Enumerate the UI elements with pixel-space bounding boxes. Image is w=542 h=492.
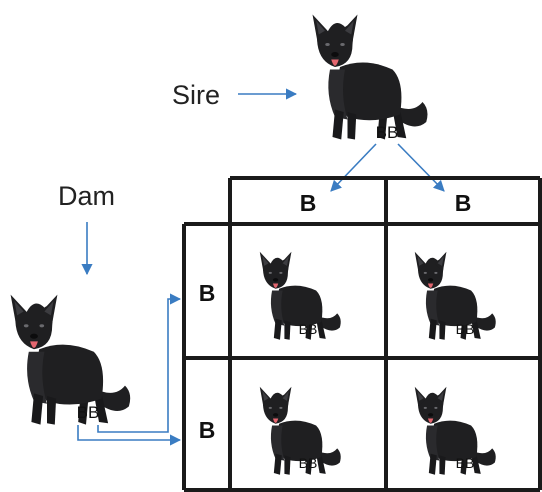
column-allele-2: B: [455, 190, 472, 216]
dam-genotype: BB: [77, 403, 100, 422]
row-allele-2: B: [199, 417, 216, 443]
row-allele-1: B: [199, 280, 216, 306]
sire-gamete-arrow-1: [330, 143, 377, 192]
black-dog-icon: [312, 14, 428, 140]
offspring-cell: BB: [259, 386, 341, 475]
dam-label: Dam: [58, 181, 115, 211]
dam-gamete-arrow-2: [77, 425, 182, 446]
offspring-cell: BB: [259, 251, 341, 340]
black-dog-icon: [10, 294, 131, 425]
sire-label: Sire: [172, 80, 220, 110]
sire-genotype: BB: [376, 123, 399, 142]
dam-gamete-arrow-1: [97, 293, 182, 433]
punnett-square: [182, 176, 542, 492]
offspring-genotype: BB: [299, 455, 318, 471]
offspring-cell: BB: [414, 386, 496, 475]
column-allele-1: B: [300, 190, 317, 216]
offspring-genotype: BB: [456, 321, 475, 337]
sire-gamete-arrow-2: [397, 143, 445, 192]
offspring-cell: BB: [414, 251, 496, 340]
offspring-genotype: BB: [456, 455, 475, 471]
offspring-genotype: BB: [299, 321, 318, 337]
